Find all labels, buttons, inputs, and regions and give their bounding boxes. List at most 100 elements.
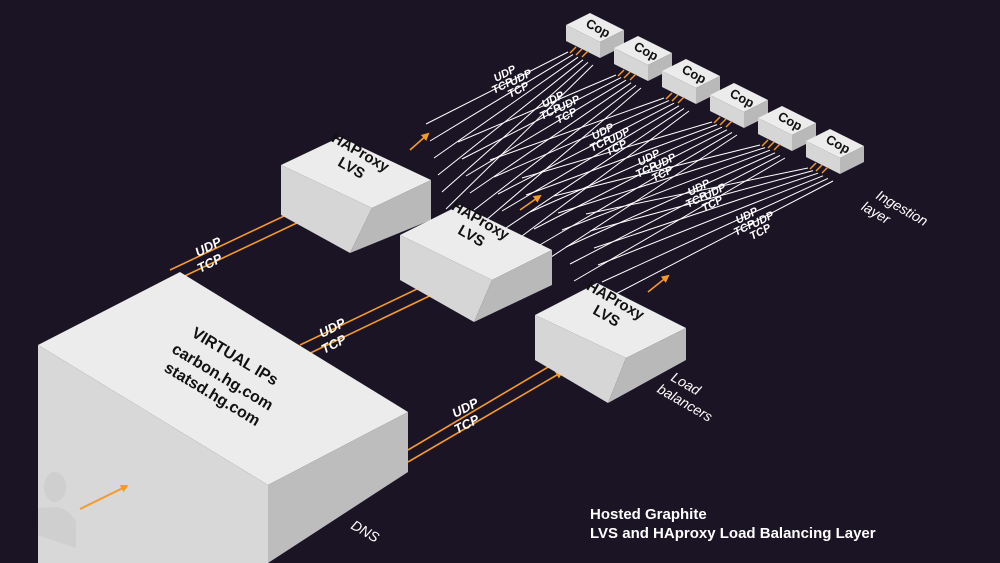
haproxy-box-1: HAProxy LVS bbox=[281, 129, 431, 253]
dns-box-left bbox=[38, 345, 268, 563]
user-arrow bbox=[79, 485, 129, 510]
cop-box-right bbox=[600, 30, 624, 58]
ingestion-link bbox=[493, 100, 670, 178]
cop-box-right bbox=[648, 53, 672, 81]
cop-box-left bbox=[662, 71, 696, 104]
cop-inbound-arrow bbox=[677, 96, 685, 104]
ingestion-link bbox=[429, 54, 574, 142]
cop-box-right bbox=[696, 76, 720, 104]
haproxy-box-left bbox=[281, 165, 372, 253]
balancer-uplink bbox=[409, 132, 430, 151]
ingestion-link bbox=[541, 134, 738, 264]
cop-inbound-arrow bbox=[671, 94, 679, 102]
ingestion-link bbox=[457, 74, 617, 143]
dns-label: DNS bbox=[349, 517, 383, 546]
cop-inbound-arrow bbox=[773, 143, 781, 151]
cop-inbound-arrow bbox=[767, 141, 775, 149]
ingestion-link bbox=[473, 85, 637, 211]
dns-box-top bbox=[38, 272, 408, 485]
load-balancers-label: Load balancers bbox=[655, 366, 724, 425]
ingestion-link bbox=[553, 144, 761, 197]
cop-box: Cop bbox=[566, 13, 624, 58]
caption-line1: Hosted Graphite bbox=[590, 506, 707, 523]
ingestion-link bbox=[465, 79, 627, 177]
ingestion-link bbox=[489, 97, 665, 161]
cop-box-left bbox=[566, 25, 600, 58]
cop-box-left bbox=[710, 95, 744, 128]
cop-box-right bbox=[792, 123, 816, 151]
user-icon bbox=[38, 472, 76, 548]
ingestion-link bbox=[605, 180, 834, 300]
ingestion-link bbox=[561, 149, 771, 231]
ingestion-layer-label: Ingestion layer bbox=[859, 183, 934, 245]
haproxy-box-3: HAProxy LVS bbox=[535, 277, 686, 403]
haproxy-box-right bbox=[608, 328, 686, 403]
dns-box: VIRTUAL IPs carbon.hg.com statsd.hg.com … bbox=[38, 272, 408, 563]
haproxy-box-right bbox=[350, 180, 431, 253]
cop-box-right bbox=[744, 100, 768, 128]
tcp-connection bbox=[171, 210, 322, 283]
ingestion-link bbox=[505, 107, 685, 229]
cop-inbound-arrow bbox=[713, 116, 721, 124]
cop-inbound-arrow bbox=[719, 118, 727, 126]
ingestion-link bbox=[477, 87, 642, 228]
tcp-connection bbox=[301, 288, 444, 358]
cop-box-top bbox=[806, 129, 864, 158]
balancer-uplink bbox=[519, 194, 542, 211]
haproxy-box-left bbox=[400, 235, 492, 322]
cop-inbound-arrow bbox=[725, 120, 733, 128]
udp-connection bbox=[407, 358, 562, 451]
ingestion-link bbox=[425, 51, 569, 125]
tcp-connection bbox=[407, 370, 564, 463]
cop-inbound-arrow bbox=[761, 139, 769, 147]
cop-box-left bbox=[758, 118, 792, 151]
ingestion-link bbox=[565, 152, 776, 248]
cop-inbound-arrow bbox=[617, 69, 625, 77]
cop-box: Cop bbox=[806, 129, 864, 174]
haproxy-box-2: HAProxy LVS bbox=[400, 197, 552, 322]
ingestion-link bbox=[533, 129, 728, 230]
haproxy-box-top bbox=[281, 137, 431, 208]
haproxy-box-top bbox=[535, 283, 686, 358]
ingestion-link bbox=[585, 167, 809, 215]
ingestion-link bbox=[569, 154, 781, 265]
cop-box-left bbox=[614, 48, 648, 81]
cop-inbound-arrow bbox=[821, 166, 829, 174]
ingestion-link bbox=[469, 82, 632, 194]
cop-box-top bbox=[614, 36, 672, 65]
ingestion-link bbox=[521, 121, 713, 179]
cop-inbound-arrow bbox=[569, 46, 577, 54]
ingestion-link bbox=[557, 147, 766, 214]
dns-box-right bbox=[268, 412, 408, 563]
ingestion-link bbox=[589, 170, 814, 232]
ingestion-link bbox=[497, 102, 675, 195]
cop-box-top bbox=[566, 13, 624, 42]
connection-lines bbox=[169, 51, 834, 463]
ingestion-link bbox=[529, 126, 723, 213]
cop-box-top bbox=[710, 83, 768, 112]
cop-box-top bbox=[662, 59, 720, 88]
ingestion-link bbox=[437, 59, 584, 176]
ingestion-link bbox=[593, 172, 819, 249]
cop-inbound-arrow bbox=[623, 71, 631, 79]
cop-inbound-arrow bbox=[629, 73, 637, 81]
ingestion-link bbox=[525, 124, 718, 196]
cop-box: Cop bbox=[662, 59, 720, 104]
haproxy-box-right bbox=[474, 250, 552, 322]
caption-line2: LVS and HAproxy Load Balancing Layer bbox=[590, 525, 876, 542]
cop-inbound-arrow bbox=[581, 50, 589, 58]
cop-box-top bbox=[758, 106, 816, 135]
balancer-uplink bbox=[647, 274, 670, 293]
cop-box: Cop bbox=[758, 106, 816, 151]
cop-box-left bbox=[806, 141, 840, 174]
ingestion-link bbox=[509, 110, 690, 246]
haproxy-box-top bbox=[400, 205, 552, 280]
cop-inbound-arrow bbox=[815, 164, 823, 172]
ingestion-link bbox=[433, 56, 579, 159]
cop-inbound-arrow bbox=[809, 162, 817, 170]
ingestion-link bbox=[461, 77, 622, 160]
diagram-caption: Hosted Graphite LVS and HAproxy Load Bal… bbox=[590, 505, 876, 543]
ingestion-link bbox=[441, 62, 589, 193]
